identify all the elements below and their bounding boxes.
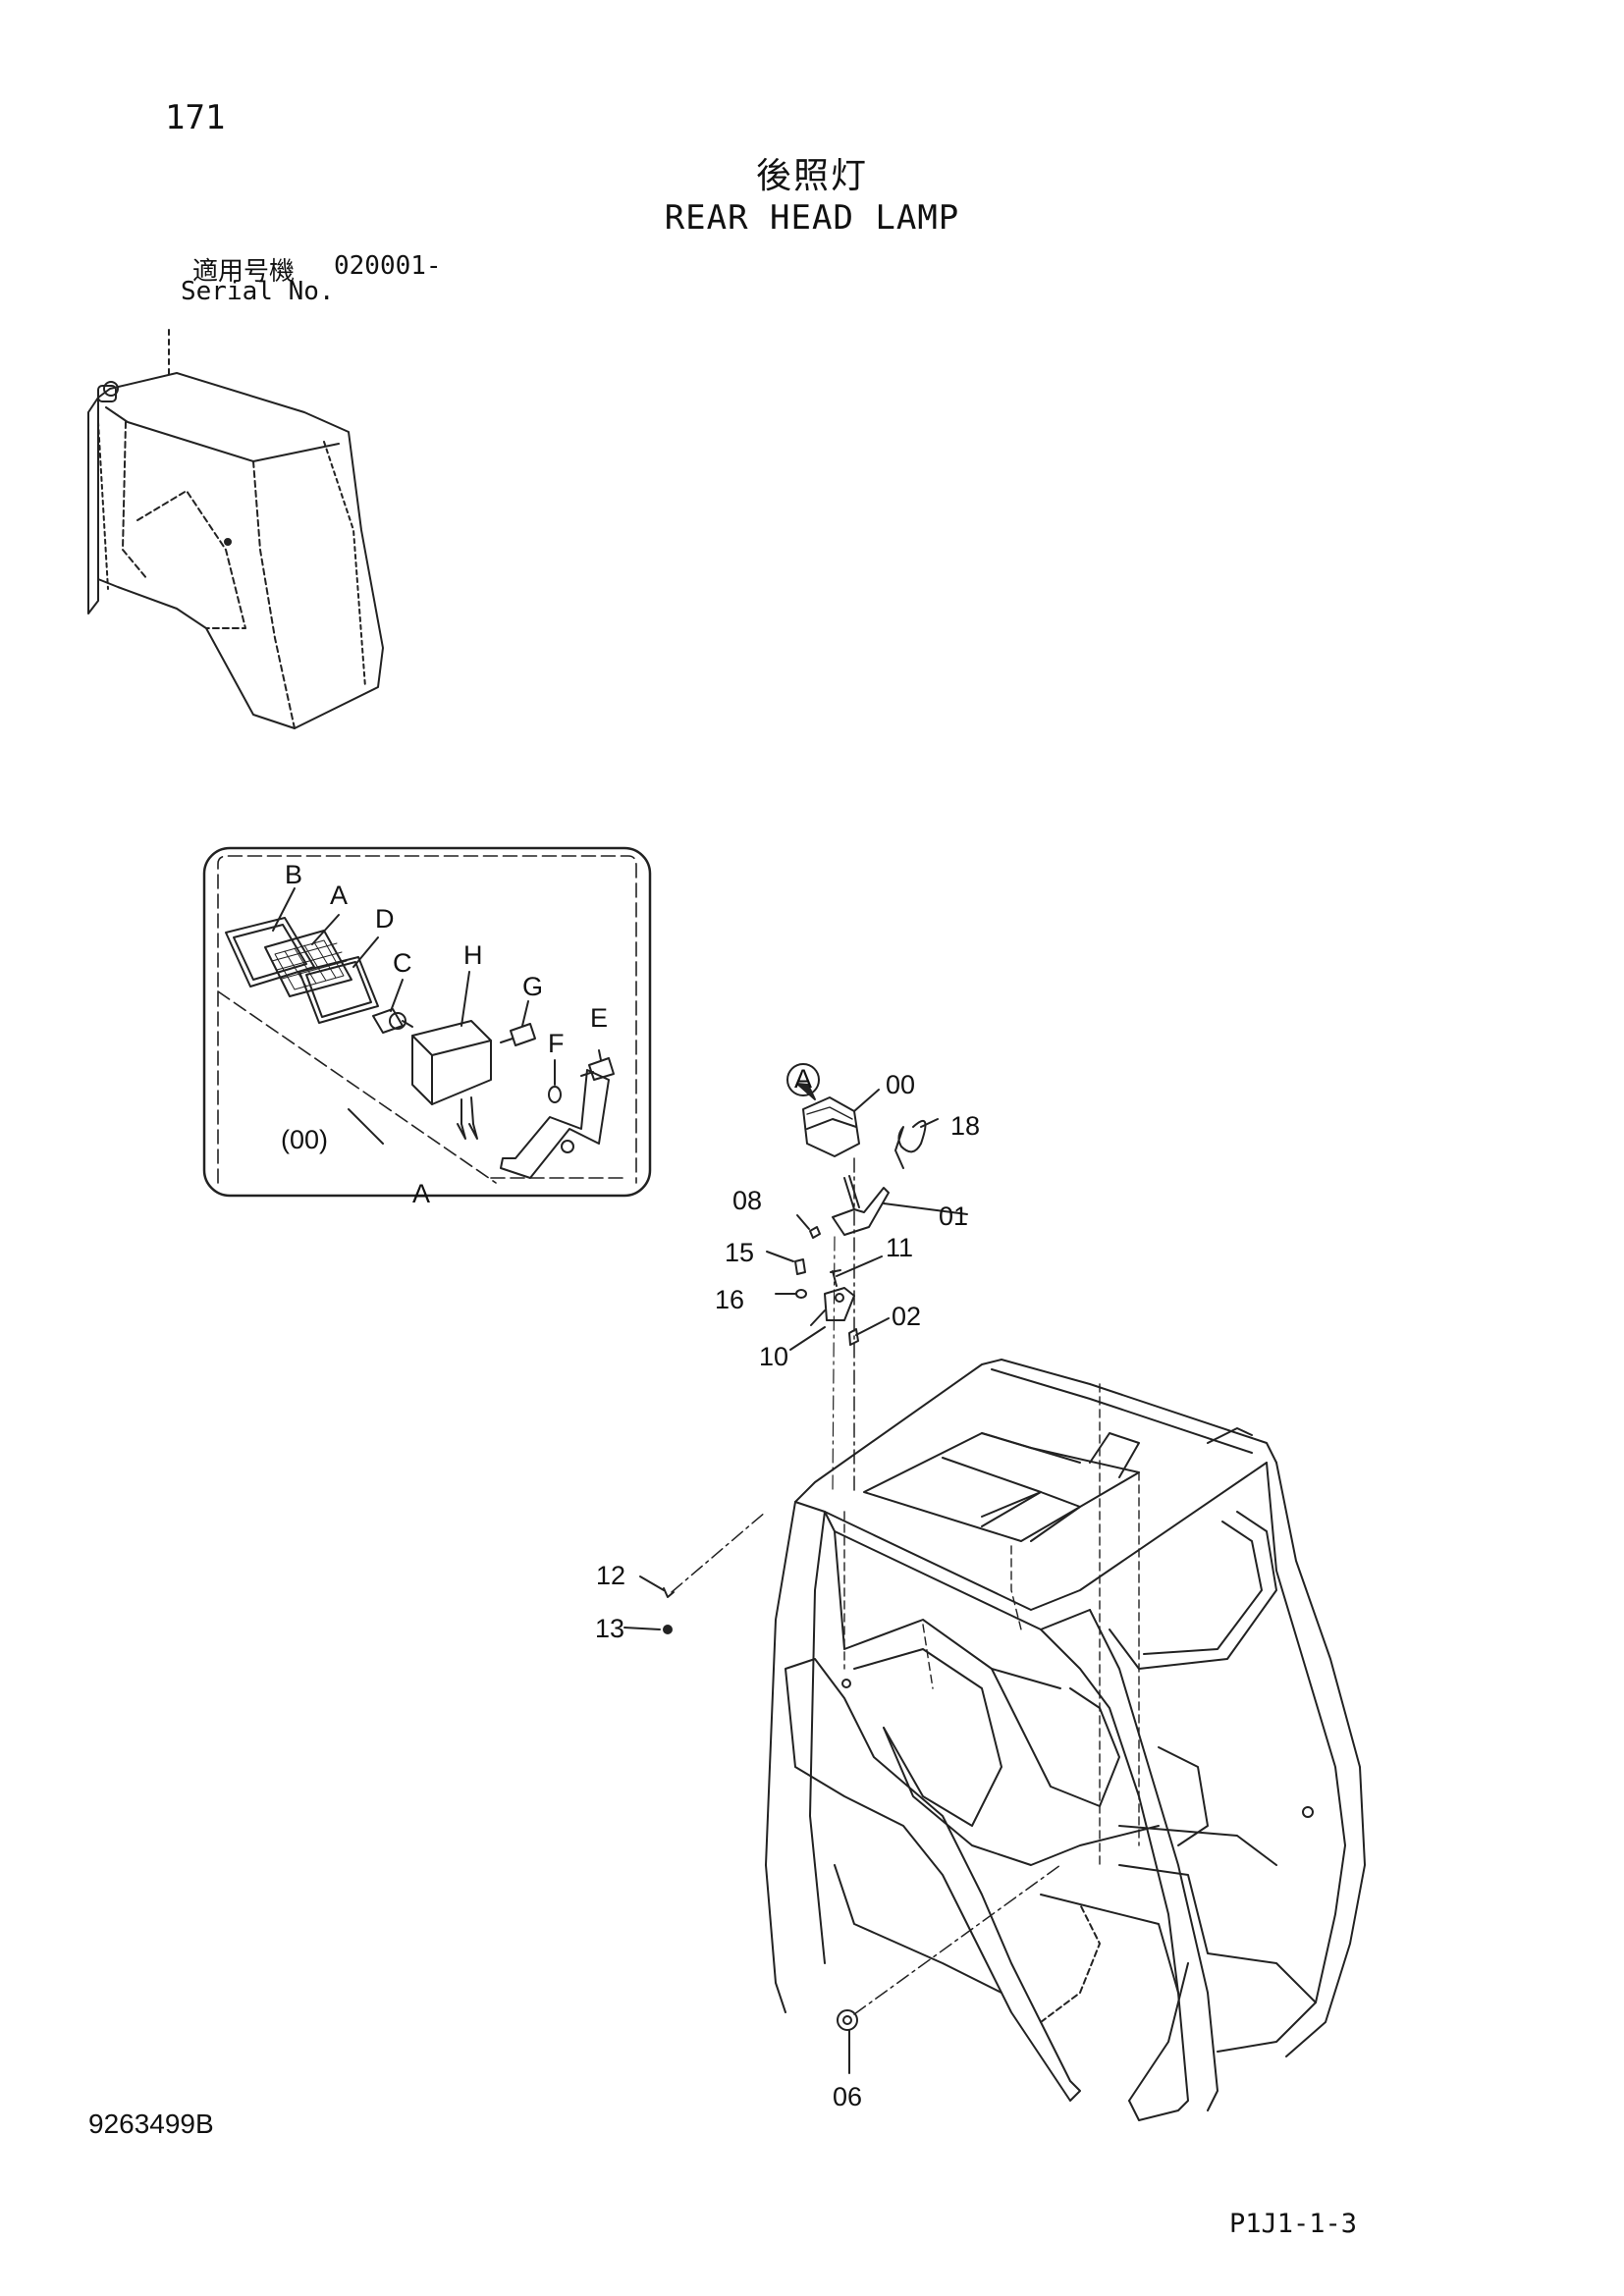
part-06: 06: [833, 2082, 862, 2111]
title-japanese: 後照灯: [755, 156, 868, 196]
callout-circle-a: A: [794, 1064, 812, 1094]
part-00: 00: [886, 1070, 915, 1099]
part-16: 16: [715, 1285, 744, 1314]
part-callouts: A 00 18 08 01 15 11 16 02 10 12 13 06: [595, 1064, 980, 2111]
drawing-number: 9263499B: [88, 2109, 214, 2139]
detail-label-e: E: [590, 1003, 608, 1033]
part-12: 12: [596, 1561, 625, 1590]
lamp-assembly: [766, 1063, 968, 1493]
detail-label-f: F: [548, 1029, 565, 1058]
part-01: 01: [939, 1201, 968, 1231]
serial-number-value: 020001-: [334, 251, 442, 281]
part-10: 10: [759, 1342, 788, 1371]
overview-cab-illustration: [87, 329, 384, 729]
detail-box-a: [202, 846, 652, 1198]
page-code: P1J1-1-3: [1229, 2209, 1358, 2239]
detail-label-c: C: [393, 948, 412, 978]
part-18: 18: [950, 1111, 980, 1141]
part-15: 15: [725, 1238, 754, 1267]
part-13: 13: [595, 1614, 624, 1643]
detail-labels: B A D C H G E F (00) A: [281, 860, 608, 1208]
detail-label-a: A: [330, 881, 348, 910]
serial-label-japanese: 適用号機: [192, 257, 296, 287]
title-english: REAR HEAD LAMP: [664, 198, 960, 238]
detail-box-title: A: [412, 1179, 430, 1208]
page-number: 171: [165, 98, 226, 137]
serial-label-english: Serial No.: [181, 277, 335, 306]
main-cab-illustration: [765, 1359, 1366, 2121]
detail-label-g: G: [522, 972, 543, 1001]
detail-label-b: B: [285, 860, 302, 889]
loose-hardware: [623, 1511, 1061, 2074]
part-02: 02: [892, 1302, 921, 1331]
part-08: 08: [732, 1186, 762, 1215]
detail-label-d: D: [375, 904, 395, 934]
detail-label-assembly: (00): [281, 1125, 328, 1154]
detail-label-h: H: [463, 940, 483, 970]
part-11: 11: [886, 1233, 913, 1262]
